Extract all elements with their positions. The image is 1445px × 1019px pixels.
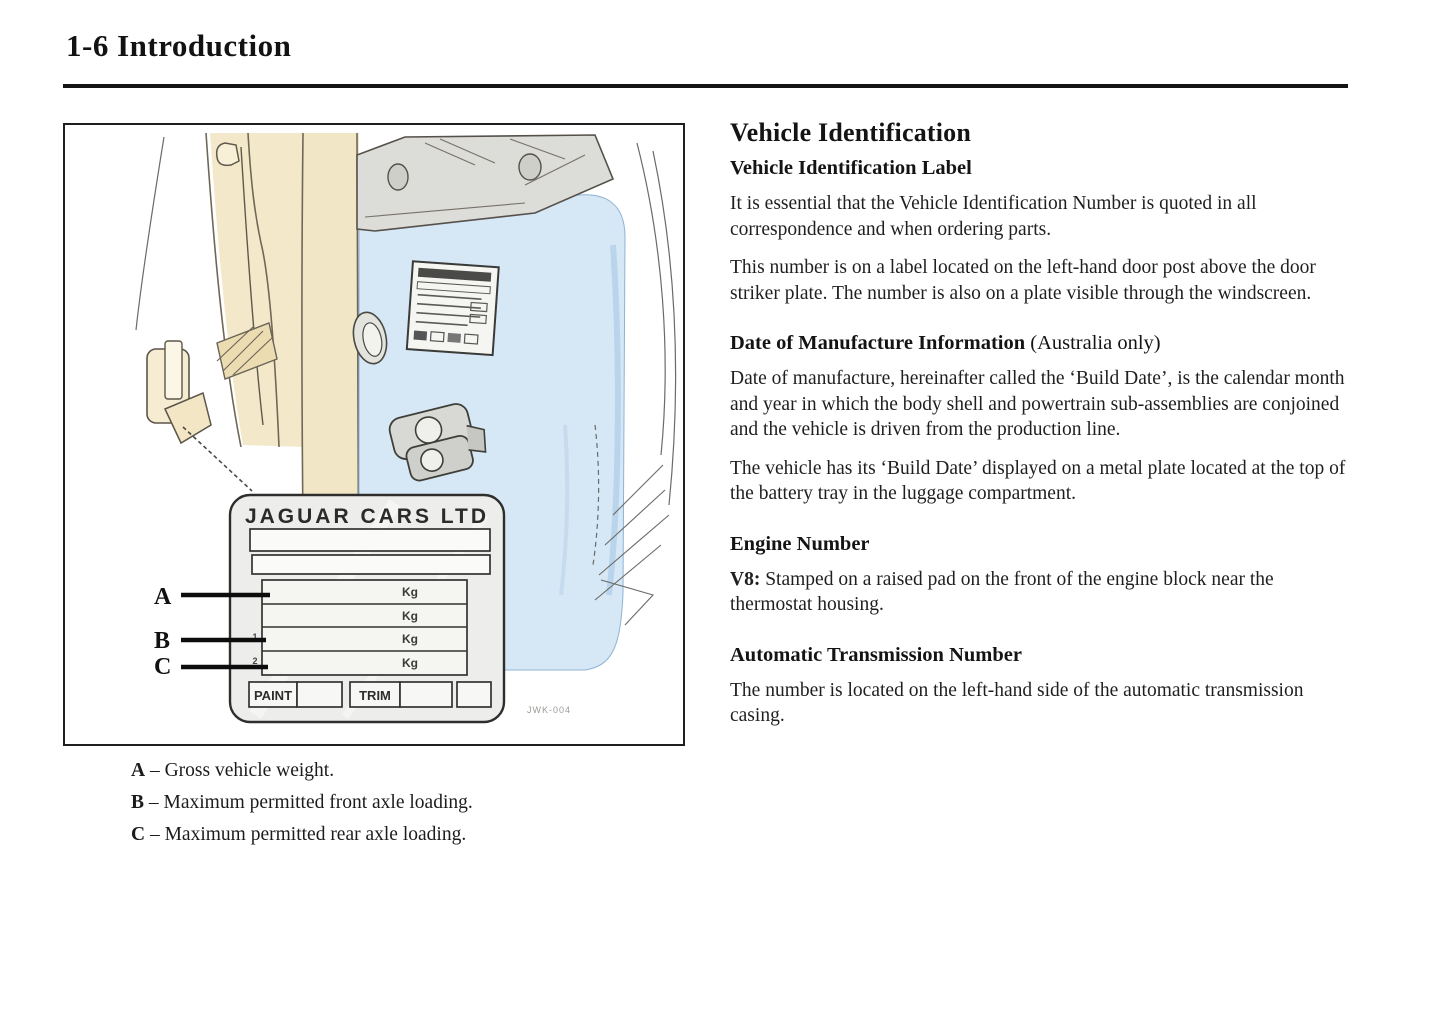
door-latch [388, 403, 487, 482]
paint-label: PAINT [254, 688, 292, 703]
paragraph: It is essential that the Vehicle Identif… [730, 193, 1257, 240]
legend-key: A [131, 760, 146, 781]
legend-item-c: C – Maximum permitted rear axle loading. [131, 819, 473, 851]
legend-text: – Maximum permitted front axle loading. [148, 792, 473, 813]
weights-table: Kg Kg Kg Kg 1 2 [252, 579, 468, 676]
seatbelt-buckle [146, 340, 212, 445]
kg-cell: Kg [402, 609, 418, 623]
heading-date-of-manufacture: Date of Manufacture Information (Austral… [730, 332, 1347, 355]
heading-text: Date of Manufacture Information [730, 332, 1026, 354]
row-mark: 1 [252, 632, 257, 642]
legend-key: B [131, 792, 145, 813]
figure-panel: JAGUAR CARS LTD Kg Kg Kg Kg 1 2 PA [63, 123, 685, 746]
door-edge-sketch [592, 142, 677, 626]
vin-label-magnified: JAGUAR CARS LTD Kg Kg Kg Kg 1 2 PA [228, 493, 506, 724]
trim-label: TRIM [359, 688, 391, 703]
heading-engine-number: Engine Number [730, 532, 870, 555]
callout-b: B [154, 628, 170, 654]
row-mark: 2 [252, 656, 257, 666]
legend-text: – Maximum permitted rear axle loading. [149, 824, 467, 845]
callout-a: A [154, 584, 172, 610]
kg-cell: Kg [402, 585, 418, 599]
paint-trim-row: PAINT TRIM [248, 681, 492, 708]
striker-oval [352, 311, 388, 365]
callouts: A B C [154, 584, 270, 680]
vin-label-title: JAGUAR CARS LTD [245, 505, 489, 528]
heading-note: (Australia only) [1030, 332, 1161, 354]
paragraph: The number is located on the left-hand s… [730, 679, 1304, 727]
belt-guide-loop [215, 142, 240, 167]
paragraph: The vehicle has its ‘Build Date’ display… [730, 457, 1346, 505]
callout-c: C [154, 654, 171, 680]
section-title: Vehicle Identification [730, 118, 972, 147]
legend-text: – Gross vehicle weight. [149, 760, 335, 781]
paragraph: This number is on a label located on the… [730, 257, 1316, 304]
vin-mini-label [405, 260, 500, 357]
legend-item-b: B – Maximum permitted front axle loading… [131, 787, 473, 819]
leader-line [182, 426, 253, 492]
vin-field-row [249, 528, 491, 552]
paint-value-box [296, 681, 343, 708]
paragraph-lead: V8: [730, 568, 761, 590]
kg-cell: Kg [402, 656, 418, 670]
door-post [352, 134, 626, 671]
legend-item-a: A – Gross vehicle weight. [131, 755, 473, 787]
vin-field-row [251, 554, 491, 575]
bolt-hole [518, 153, 542, 181]
header-rule [63, 84, 1348, 88]
extra-box [456, 681, 492, 708]
figure-legend: A – Gross vehicle weight. B – Maximum pe… [131, 755, 473, 851]
vehicle-illustration: JAGUAR CARS LTD Kg Kg Kg Kg 1 2 PA [65, 125, 683, 744]
paragraph: Date of manufacture, hereinafter called … [730, 368, 1345, 440]
heading-automatic-transmission-number: Automatic Transmission Number [730, 643, 1022, 666]
sketch-line [135, 136, 165, 331]
paragraph-text: Stamped on a raised pad on the front of … [730, 568, 1274, 616]
sill-plate [356, 134, 615, 232]
trim-value-box [399, 681, 453, 708]
bolt-hole [387, 163, 409, 191]
heading-vehicle-identification-label: Vehicle Identification Label [730, 157, 972, 179]
paragraph: V8: Stamped on a raised pad on the front… [730, 567, 1347, 618]
figure-code: JWK-004 [527, 705, 571, 715]
legend-key: C [131, 824, 146, 845]
striker-bracket [216, 322, 278, 380]
content-column: Vehicle Identification Vehicle Identific… [730, 118, 1347, 742]
kg-cell: Kg [402, 632, 418, 646]
page-title: 1-6 Introduction [66, 28, 292, 63]
